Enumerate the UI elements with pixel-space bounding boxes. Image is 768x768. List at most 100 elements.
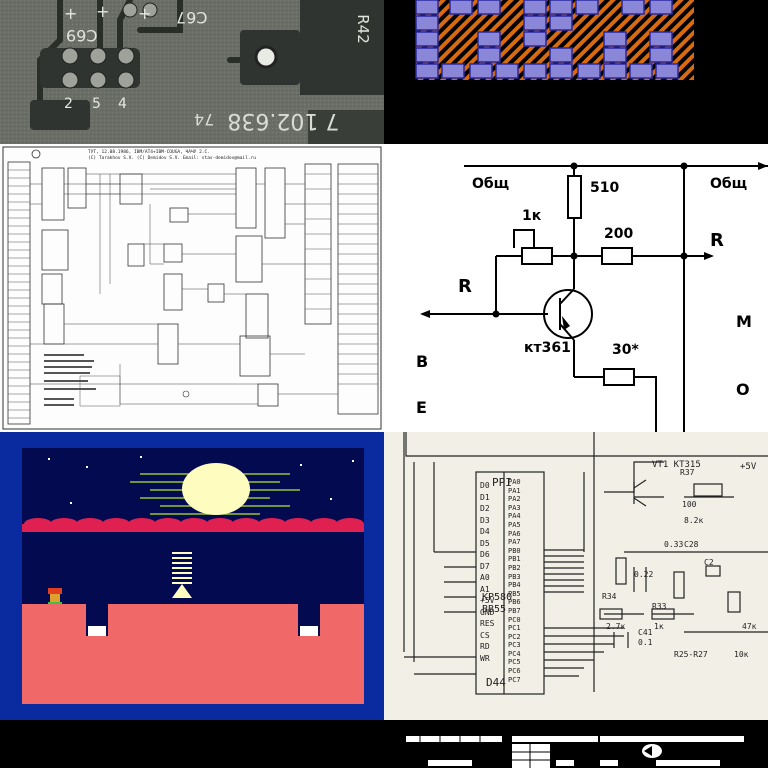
scan-r-value: 100 — [682, 500, 697, 509]
scan-right-pin: PB5 — [508, 589, 521, 598]
circuit-label-common-right: Общ — [710, 176, 748, 192]
game-night-playfield — [0, 432, 384, 720]
scan-right-pin: PA6 — [508, 529, 521, 538]
scan-right-pin: PA5 — [508, 520, 521, 529]
circuit-transistor-label: кт361 — [524, 340, 571, 356]
scan-left-pin-list: D0 D1 D2 D3 D4 D5 D6 D7 A0 A1 +5V GND RE… — [480, 480, 494, 664]
scan-right-pin: PA2 — [508, 495, 521, 504]
scan-left-pin: D2 — [480, 504, 490, 513]
circuit-label-e: Е — [416, 398, 427, 417]
scan-left-pin: D5 — [480, 538, 490, 548]
transistor-circuit-drawing — [420, 162, 768, 432]
moon-icon — [182, 463, 250, 515]
scan-r-value: 1к — [654, 622, 664, 631]
scan-c-value: 0.33 — [664, 540, 684, 549]
scan-left-pin: A1 — [480, 584, 490, 594]
pcb-ident-prefix: 74 — [194, 110, 215, 129]
circuit-label-b: В — [416, 352, 429, 371]
circuit-res-30: 30* — [612, 342, 639, 358]
player-sprite — [48, 588, 62, 604]
circuit-label-common-left: Общ — [472, 176, 510, 192]
circuit-res-200: 200 — [604, 226, 634, 242]
circuit-label-m: М — [736, 312, 752, 331]
scan-right-pin: PA7 — [508, 538, 521, 547]
schematic-header-line2: (C) Tarakhov S.V. (C) Demidov S.V. Email… — [88, 156, 256, 161]
scan-chip-short: PPI — [492, 476, 512, 489]
scan-left-pin: A0 — [480, 573, 490, 582]
scan-right-pin: PB3 — [508, 572, 521, 581]
scan-right-pin: PB1 — [508, 555, 521, 564]
scan-left-pin: RES — [480, 619, 495, 628]
scan-chip-id: D44 — [486, 676, 506, 689]
scan-r-label: R34 — [602, 592, 617, 601]
scan-left-pin: RD — [480, 642, 490, 651]
scan-right-pin: PB7 — [508, 606, 521, 615]
pcb-label-c67: C67 — [176, 8, 208, 27]
scan-right-pin: PC1 — [508, 624, 521, 633]
scan-right-pin: PC5 — [508, 658, 521, 667]
scanned-ppi-schematic: PPI КР580 ВВ55 D44 D0 D1 D2 D3 D4 D5 D6 … — [384, 432, 768, 720]
circuit-label-o: О — [736, 380, 750, 399]
pcb-pin-5: 5 — [92, 96, 101, 112]
scan-right-pin: PB0 — [508, 546, 521, 555]
scan-left-pin: +5V — [480, 596, 495, 605]
scan-left-pin: D3 — [480, 515, 490, 525]
scan-r-label: R37 — [680, 468, 695, 477]
scan-r-label: R25-R27 — [674, 650, 708, 659]
scan-c-label: C41 — [638, 628, 653, 637]
scan-right-pin: PB6 — [508, 598, 521, 607]
scan-left-pin: D4 — [480, 527, 490, 536]
scan-vt-label: VT1 КТ315 — [652, 460, 701, 470]
pcb-label-r42: R42 — [353, 14, 372, 44]
pcb-photo: 7 102.638 74 R42 C69 C67 2 5 4 + + + — [0, 0, 384, 144]
bottom-game-strip — [0, 720, 768, 768]
pcb-ident-number: 7 102.638 — [227, 108, 340, 133]
circuit-label-r-right: R — [710, 230, 724, 251]
scan-r-value: 47к — [742, 622, 757, 631]
scan-right-pin: PC4 — [508, 649, 521, 658]
scan-right-pin: PC3 — [508, 641, 521, 650]
beacon-icon — [172, 552, 192, 598]
scan-left-pin: D6 — [480, 550, 490, 559]
pcb-pin-4: 4 — [118, 96, 127, 112]
scan-c-label: C2 — [704, 558, 714, 567]
scanned-schematic-drawing — [384, 432, 768, 720]
circuit-res-1k: 1к — [522, 208, 542, 224]
scan-left-pin: GND — [480, 607, 495, 617]
scan-right-pin: PA0 — [508, 478, 521, 486]
scan-right-pin: PA1 — [508, 486, 521, 495]
scan-left-pin: WR — [480, 653, 490, 663]
scan-r-label: R33 — [652, 602, 667, 611]
scan-c-label: C28 — [684, 540, 699, 549]
circuit-res-510: 510 — [590, 180, 620, 196]
scan-right-pin: PB2 — [508, 563, 521, 572]
scan-r-value: 2.7к — [606, 622, 626, 631]
scan-right-pin: PA3 — [508, 503, 521, 512]
scan-right-pin: PC6 — [508, 667, 521, 676]
scan-chip-name: КР580 ВВ55 — [482, 592, 513, 615]
pcb-plus-3: + — [138, 4, 152, 23]
circuit-label-r-left: R — [458, 276, 472, 297]
schematic-header-line1: ТУТ, 12.08.1986, IBM/AT4+IBM-COUGA, ЧАЧУ… — [88, 150, 210, 155]
scan-c-value: 0.1 — [638, 638, 653, 647]
ppi-chip-body — [475, 471, 545, 695]
pcb-plus-2: + — [96, 2, 110, 21]
pcb-board — [0, 0, 384, 144]
scan-right-pin: PB4 — [508, 581, 521, 590]
scan-r-value: 8.2к — [684, 516, 704, 525]
scan-left-pin: D7 — [480, 561, 490, 571]
scan-right-pin: PC2 — [508, 632, 521, 641]
pcb-ident-label: 7 102.638 74 — [194, 108, 339, 133]
scan-left-pin: D0 — [480, 481, 490, 490]
scan-right-pin: PC0 — [508, 615, 521, 624]
scan-c-value: 0.22 — [634, 570, 654, 579]
game-brick-playfield — [415, 0, 694, 80]
scan-left-pin: D1 — [480, 492, 490, 502]
scan-r-value: 10к — [734, 650, 749, 659]
pcb-pin-2: 2 — [64, 96, 73, 112]
scan-vplus: +5V — [740, 462, 757, 472]
scan-left-pin: CS — [480, 630, 490, 640]
scan-right-pin-list: PA0 PA1 PA2 PA3 PA4 PA5 PA6 PA7 PB0 PB1 … — [508, 478, 521, 684]
pcb-plus-1: + — [64, 4, 78, 23]
scan-right-pin: PC7 — [508, 675, 521, 684]
